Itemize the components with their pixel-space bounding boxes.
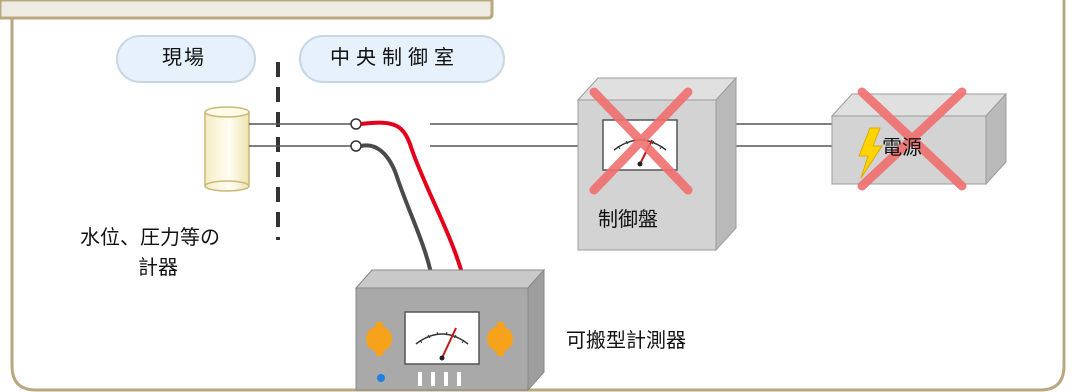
instrument-label-line2: 計器 (138, 255, 178, 279)
outer-frame (10, 0, 1066, 392)
portable-meter-label: 可搬型計測器 (566, 328, 686, 352)
top-banner (0, 0, 494, 20)
instrument-sensor (204, 106, 250, 192)
control-room-pill (299, 35, 505, 83)
meter-gauge-window (404, 311, 480, 365)
control-panel-cross (589, 87, 693, 195)
power-supply-cross (857, 87, 967, 191)
lightning-bolt-icon (858, 127, 883, 179)
meter-knob-left (366, 322, 392, 356)
dark-probe-cable (360, 143, 436, 289)
site-label: 現場 (162, 45, 206, 69)
red-probe-cable (360, 120, 468, 289)
control-room-label: 中央制御室 (330, 45, 460, 69)
terminal-lower (350, 140, 362, 152)
power-supply-label: 電源 (882, 135, 922, 159)
portable-meter (354, 268, 546, 392)
site-pill (116, 35, 256, 83)
control-panel-label: 制御盤 (598, 207, 658, 231)
terminal-upper (350, 118, 362, 130)
instrument-label-line1: 水位、圧力等の (80, 225, 220, 249)
meter-slots (418, 372, 461, 386)
meter-led (377, 374, 385, 382)
meter-knob-right (487, 322, 513, 356)
